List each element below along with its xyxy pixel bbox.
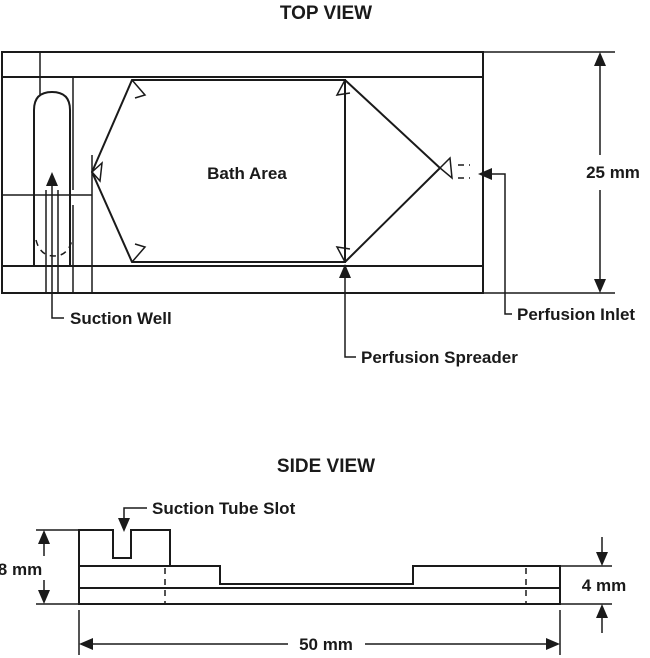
step-dimension-label: 4 mm xyxy=(582,576,626,595)
bath-area-outline xyxy=(90,79,346,263)
perfusion-spreader-leader xyxy=(339,264,356,358)
perfusion-inlet-label: Perfusion Inlet xyxy=(517,305,635,324)
perfusion-spreader-label: Perfusion Spreader xyxy=(361,348,518,367)
perfusion-spreader xyxy=(335,79,470,263)
side-view-title: SIDE VIEW xyxy=(277,456,375,477)
length-dimension-label: 50 mm xyxy=(299,635,353,654)
bath-area-label: Bath Area xyxy=(207,164,287,183)
step-dimension xyxy=(560,537,612,633)
height-dimension xyxy=(36,529,79,605)
suction-well-leader xyxy=(46,172,64,319)
side-profile xyxy=(78,529,561,605)
width-dimension-label: 25 mm xyxy=(586,163,640,182)
suction-tube-slot-label: Suction Tube Slot xyxy=(152,499,296,518)
perfusion-inlet-leader xyxy=(478,168,512,315)
suction-tube-slot-leader xyxy=(118,507,147,532)
length-dimension xyxy=(78,610,561,655)
suction-well-label: Suction Well xyxy=(70,309,172,328)
top-view-title: TOP VIEW xyxy=(280,3,372,24)
suction-well xyxy=(2,52,93,293)
height-dimension-label: 8 mm xyxy=(0,560,42,579)
